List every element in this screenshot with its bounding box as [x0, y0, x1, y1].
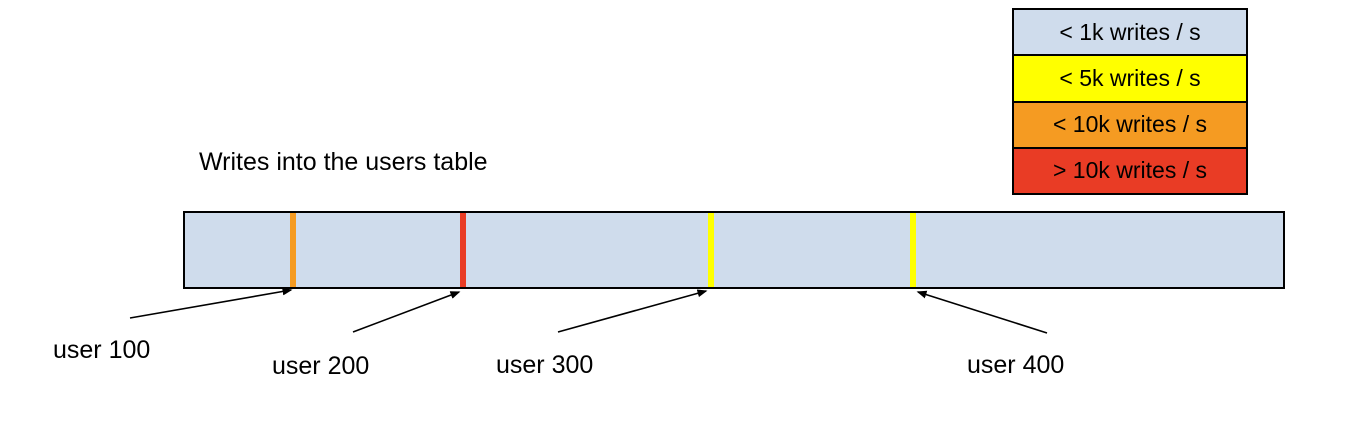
legend-item-lt-10k-label: < 10k writes / s	[1052, 111, 1208, 138]
legend-item-lt-5k-label: < 5k writes / s	[1059, 64, 1201, 91]
callout-arrow-user-200	[352, 291, 461, 333]
callout-arrow-user-300	[557, 289, 708, 333]
band-marker-user-400	[909, 213, 916, 287]
band-marker-user-100	[289, 213, 296, 287]
band-marker-user-200	[459, 213, 466, 287]
callout-label-user-400: user 400	[967, 351, 1065, 379]
callout-label-user-300: user 300	[496, 351, 594, 379]
callout-label-user-200: user 200	[272, 352, 370, 380]
users-table-band	[183, 211, 1285, 289]
legend-item-gt-10k: > 10k writes / s	[1014, 148, 1246, 193]
band-marker-user-300	[707, 213, 714, 287]
legend-item-gt-10k-label: > 10k writes / s	[1052, 157, 1208, 184]
legend-item-lt-5k: < 5k writes / s	[1014, 56, 1246, 103]
legend-item-lt-1k: < 1k writes / s	[1014, 10, 1246, 57]
legend-item-lt-1k-label: < 1k writes / s	[1059, 18, 1201, 45]
legend: < 1k writes / s < 5k writes / s < 10k wr…	[1012, 8, 1248, 195]
legend-item-lt-10k: < 10k writes / s	[1014, 102, 1246, 149]
callout-arrow-user-400	[916, 290, 1048, 334]
callout-label-user-100: user 100	[53, 336, 151, 364]
diagram-title: Writes into the users table	[199, 148, 488, 176]
callout-arrow-user-100	[129, 287, 293, 319]
